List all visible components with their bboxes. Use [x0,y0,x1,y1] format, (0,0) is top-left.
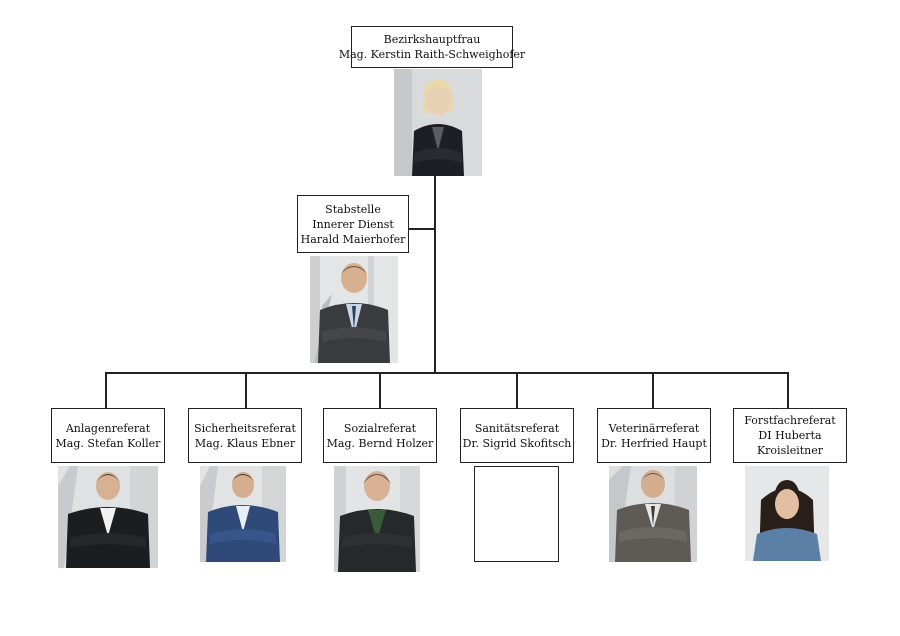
head-box: Bezirkshauptfrau Mag. Kerstin Raith-Schw… [339,26,525,68]
dept-2-line1: Sicherheitsreferat [194,421,296,435]
dept-box-anlagenreferat: Anlagenreferat Mag. Stefan Koller [51,408,165,463]
dept-5-line1: Veterinärreferat [608,421,700,435]
staff-line2: Innerer Dienst [312,217,394,231]
dept-3-photo [334,466,420,572]
dept-4-photo-placeholder [474,466,559,562]
connector-dept-4 [516,372,518,408]
staff-line1: Stabstelle [325,202,381,216]
connector-staff [409,228,435,230]
dept-5-photo [609,466,697,562]
dept-2-photo [200,466,286,562]
connector-main-vertical [434,175,436,373]
staff-photo [310,256,398,363]
dept-box-forstfachreferat: Forstfachreferat DI Huberta Kroisleitner [733,408,847,463]
dept-1-line2: Mag. Stefan Koller [55,436,161,450]
dept-6-line1: Forstfachreferat [744,414,836,427]
dept-1-photo [58,466,158,568]
connector-dept-5 [652,372,654,408]
head-photo [394,69,482,176]
dept-box-sozialreferat: Sozialreferat Mag. Bernd Holzer [323,408,437,463]
connector-horizontal-bar [105,372,789,374]
dept-4-line1: Sanitätsreferat [474,421,560,435]
connector-dept-3 [379,372,381,408]
head-name: Mag. Kerstin Raith-Schweighofer [338,48,526,61]
dept-4-line2: Dr. Sigrid Skofitsch [462,436,572,450]
dept-3-line1: Sozialreferat [343,421,417,435]
connector-dept-2 [245,372,247,408]
dept-3-line2: Mag. Bernd Holzer [326,436,434,450]
dept-6-line3: Kroisleitner [756,444,824,457]
staff-line3: Harald Maierhofer [300,232,406,246]
staff-box: Stabstelle Innerer Dienst Harald Maierho… [297,195,409,253]
dept-1-line1: Anlagenreferat [65,421,151,435]
dept-6-line2: DI Huberta [758,429,822,442]
dept-2-line2: Mag. Klaus Ebner [194,436,296,450]
head-title: Bezirkshauptfrau [383,33,481,46]
dept-box-sanitaetsreferat: Sanitätsreferat Dr. Sigrid Skofitsch [460,408,574,463]
connector-dept-6 [787,372,789,408]
dept-box-sicherheitsreferat: Sicherheitsreferat Mag. Klaus Ebner [188,408,302,463]
connector-dept-1 [105,372,107,408]
dept-box-veterinaerreferat: Veterinärreferat Dr. Herfried Haupt [597,408,711,463]
dept-5-line2: Dr. Herfried Haupt [601,436,707,450]
dept-6-photo [745,466,829,561]
